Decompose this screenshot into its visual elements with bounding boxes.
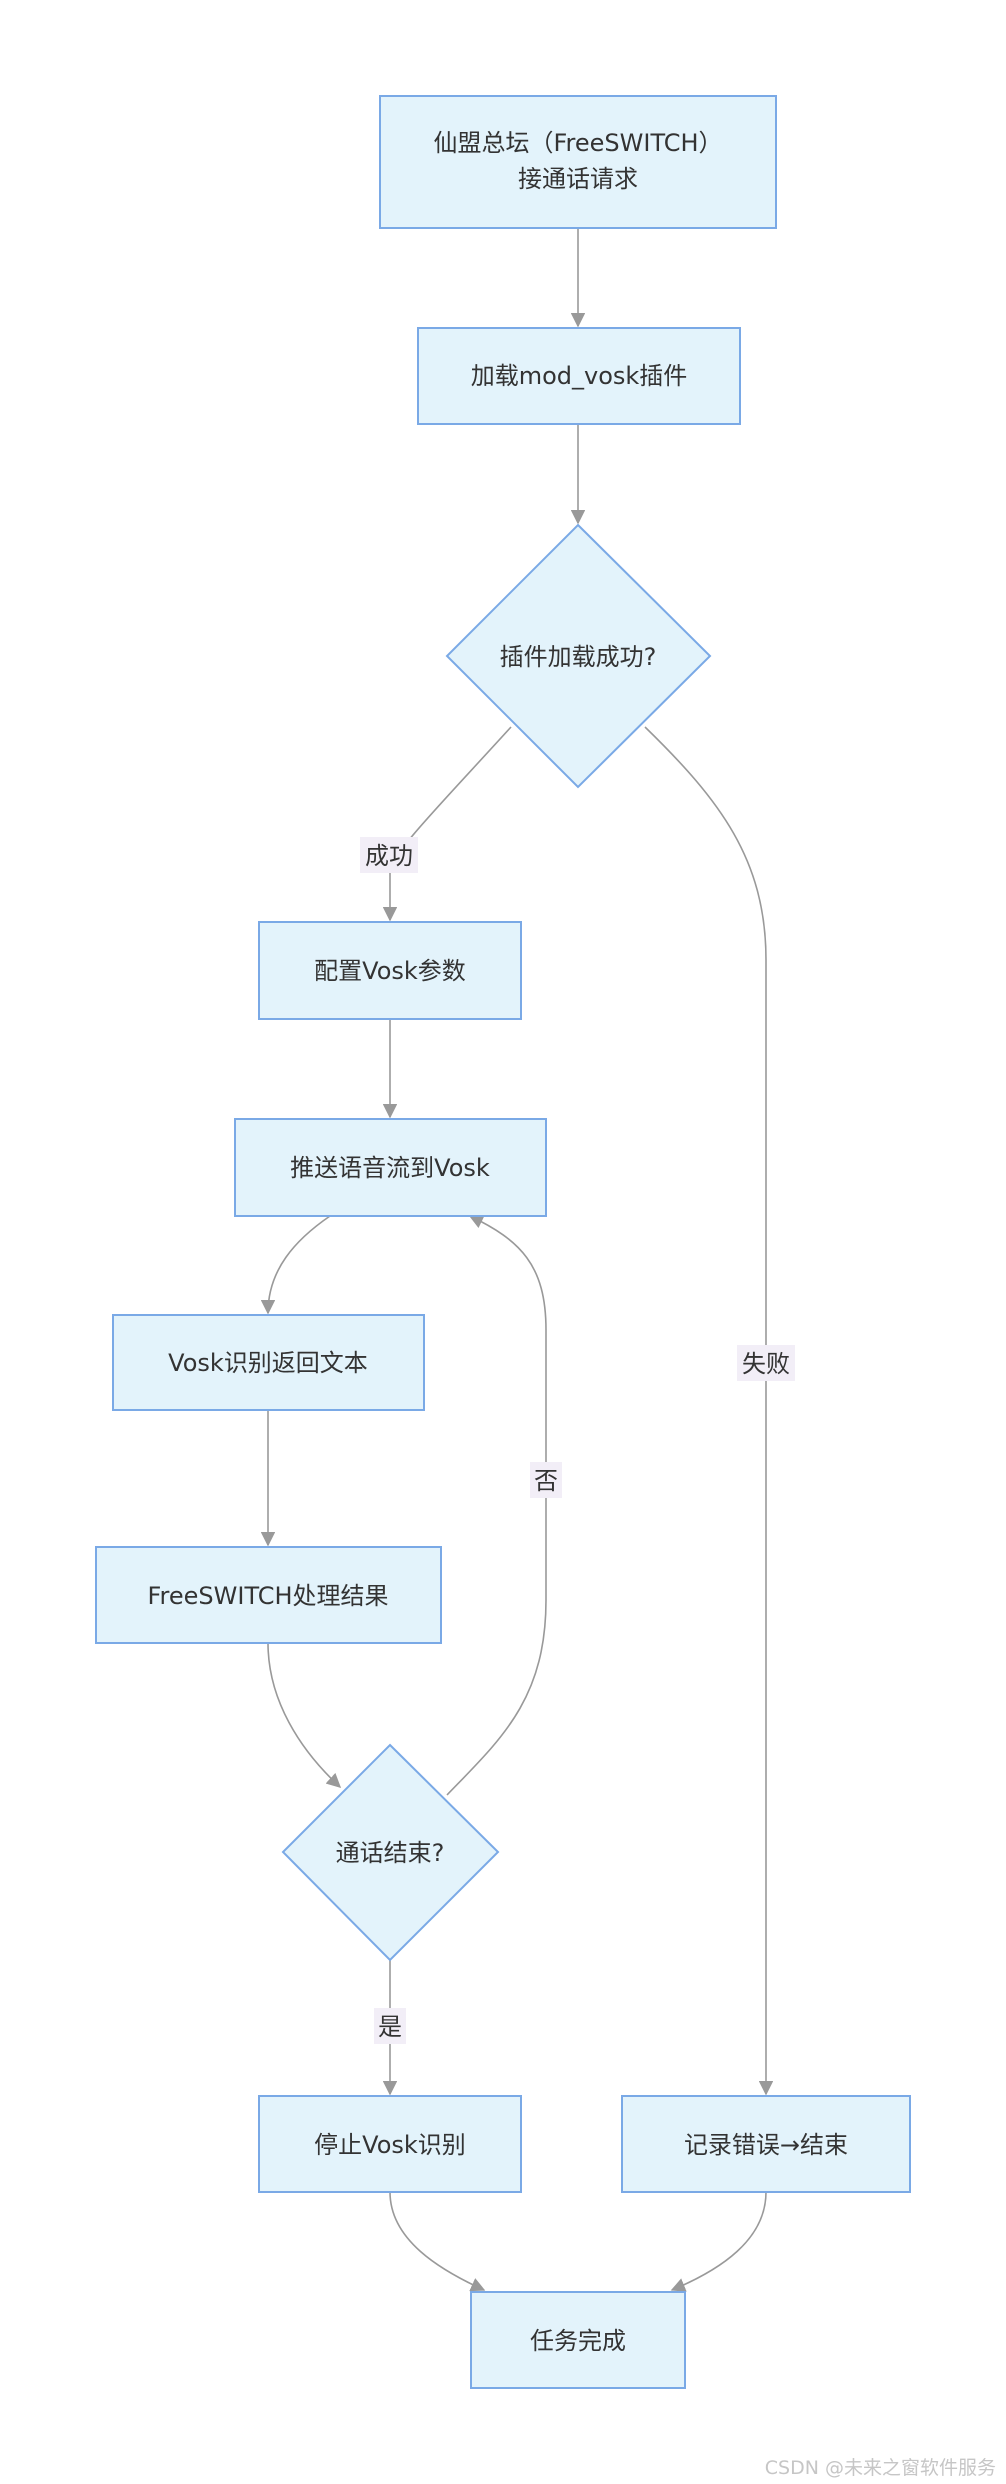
edge-label-yes: 是	[374, 2008, 406, 2044]
node-load-plugin: 加载mod_vosk插件	[417, 327, 741, 425]
svg-text:加载mod_vosk插件: 加载mod_vosk插件	[471, 362, 688, 390]
svg-text:是: 是	[378, 2013, 402, 2041]
edge-no-loop	[446, 1215, 547, 1796]
node-stop-vosk: 停止Vosk识别	[258, 2095, 522, 2193]
edge-process-to-decision	[267, 1642, 342, 1788]
edge-push-to-return	[260, 1215, 331, 1315]
svg-text:记录错误→结束: 记录错误→结束	[684, 2131, 848, 2159]
node-plugin-success-decision: 插件加载成功?	[445, 523, 712, 789]
svg-text:配置Vosk参数: 配置Vosk参数	[314, 957, 466, 985]
edge-success	[382, 726, 512, 922]
edge-error-to-done	[670, 2191, 767, 2292]
svg-text:仙盟总坛（FreeSWITCH）: 仙盟总坛（FreeSWITCH）	[433, 129, 722, 157]
svg-text:停止Vosk识别: 停止Vosk识别	[314, 2131, 466, 2159]
svg-text:插件加载成功?: 插件加载成功?	[500, 643, 657, 671]
svg-text:任务完成: 任务完成	[530, 2327, 626, 2355]
svg-text:成功: 成功	[365, 842, 413, 870]
svg-text:通话结束?: 通话结束?	[336, 1839, 445, 1867]
svg-text:失败: 失败	[742, 1350, 790, 1378]
node-task-done: 任务完成	[470, 2291, 686, 2389]
edge-label-success: 成功	[360, 837, 418, 873]
svg-text:推送语音流到Vosk: 推送语音流到Vosk	[290, 1154, 490, 1182]
edge-stop-to-done	[389, 2191, 486, 2292]
edge-label-failure: 失败	[737, 1345, 795, 1381]
node-process-result: FreeSWITCH处理结果	[95, 1546, 442, 1644]
svg-text:否: 否	[534, 1467, 558, 1495]
edges	[260, 228, 774, 2292]
svg-text:接通话请求: 接通话请求	[518, 165, 638, 193]
svg-text:Vosk识别返回文本: Vosk识别返回文本	[168, 1349, 368, 1377]
watermark-text: CSDN @未来之窗软件服务	[765, 2457, 996, 2479]
node-log-error: 记录错误→结束	[621, 2095, 911, 2193]
edge-label-no: 否	[530, 1462, 562, 1498]
edge-failure	[644, 726, 774, 2096]
node-vosk-return-text: Vosk识别返回文本	[112, 1314, 425, 1411]
node-call-ended-decision: 通话结束?	[281, 1743, 500, 1962]
node-accept-call: 仙盟总坛（FreeSWITCH） 接通话请求	[379, 95, 777, 229]
svg-text:FreeSWITCH处理结果: FreeSWITCH处理结果	[147, 1582, 388, 1610]
node-push-stream: 推送语音流到Vosk	[234, 1118, 547, 1217]
node-config-vosk: 配置Vosk参数	[258, 921, 522, 1020]
